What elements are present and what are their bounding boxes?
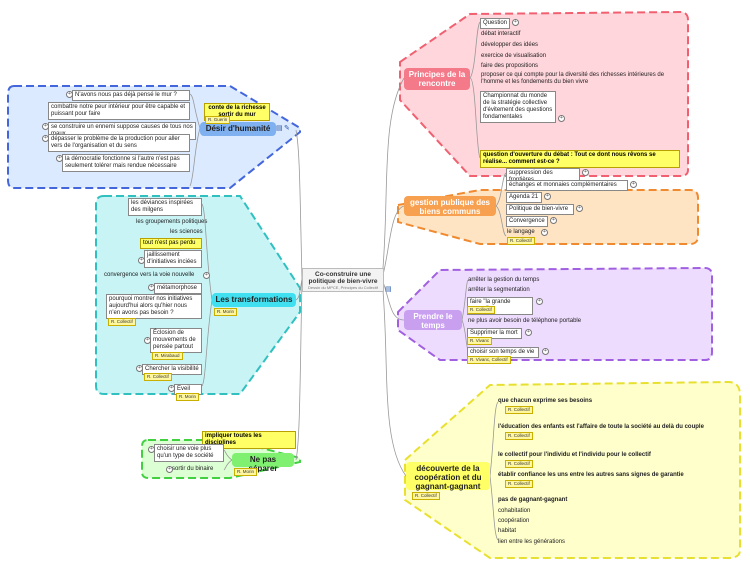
expand-icon[interactable]: + <box>582 169 589 176</box>
tag-morin: R. Morin <box>176 393 200 401</box>
central-topic-title: Co-construire une politique de bien-vivr… <box>308 271 378 285</box>
expand-icon[interactable]: + <box>56 155 63 162</box>
temps-item[interactable]: Supprimer la mort <box>467 328 522 339</box>
separer-callout[interactable]: impliquer toutes les disciplines <box>202 431 296 449</box>
tag-collectif: R. Collectif <box>412 492 440 500</box>
expand-icon[interactable]: + <box>542 348 549 355</box>
expand-icon[interactable]: + <box>148 446 155 453</box>
coop-item[interactable]: établir confiance les uns entre les autr… <box>498 472 684 478</box>
topic-temps[interactable]: Prendre le temps <box>404 310 462 330</box>
trans-item[interactable]: tout n'est pas perdu <box>140 238 202 249</box>
expand-icon[interactable]: + <box>541 229 548 236</box>
note-icon[interactable]: ▤ <box>276 125 283 132</box>
topic-separer[interactable]: Ne pas séparer <box>232 453 294 473</box>
tag-collectif: R. Collectif <box>505 406 533 414</box>
tag-vivanc: R. Vivanc <box>467 337 493 345</box>
tag-collectif: R. Collectif <box>507 237 535 245</box>
coop-item[interactable]: coopération <box>498 518 530 524</box>
topic-gestion[interactable]: gestion publique des biens communs <box>404 196 496 216</box>
expand-icon[interactable]: + <box>576 205 583 212</box>
principes-item[interactable]: développer des idées <box>481 42 539 48</box>
central-topic[interactable]: Co-construire une politique de bien-vivr… <box>302 268 384 292</box>
gestion-item[interactable]: le langage <box>507 229 535 235</box>
zone-cooperation <box>404 380 741 559</box>
tag-collectif: R. Collectif <box>467 306 495 314</box>
topic-transformations[interactable]: Les transformations <box>212 293 296 307</box>
trans-item[interactable]: les groupements politiques <box>136 219 208 225</box>
tag-collectif: R. Collectif <box>505 480 533 488</box>
separer-item[interactable]: sortir du binaire <box>172 466 214 472</box>
coop-item[interactable]: pas de gagnant-gagnant <box>498 497 568 503</box>
expand-icon[interactable]: + <box>138 257 145 264</box>
coop-item[interactable]: lien entre les générations <box>498 539 566 545</box>
expand-icon[interactable]: + <box>42 123 49 130</box>
tag-collectif: R. Collectif <box>108 318 136 326</box>
coop-item[interactable]: habitat <box>498 528 517 534</box>
desir-item[interactable]: la démocratie fonctionne si l'autre n'es… <box>62 154 190 172</box>
note-icon[interactable]: ▤ <box>385 286 392 293</box>
topic-principes[interactable]: Principes de la rencontre <box>404 68 470 90</box>
attachment-icon[interactable]: ✎ <box>284 125 290 132</box>
topic-cooperation[interactable]: découverte de la coopération et du gagna… <box>406 462 490 491</box>
trans-item[interactable]: Éclosion de mouvements de pensée partout <box>150 328 202 353</box>
temps-item[interactable]: ne plus avoir besoin de téléphone portab… <box>468 318 582 324</box>
expand-icon[interactable]: + <box>144 337 151 344</box>
expand-icon[interactable]: + <box>42 135 49 142</box>
tag-mirabaud: R. Mirabaud <box>152 352 183 360</box>
principes-question[interactable]: question d'ouverture du débat : Tout ce … <box>480 150 680 168</box>
expand-icon[interactable]: + <box>168 385 175 392</box>
trans-item[interactable]: les sciences <box>170 229 203 235</box>
gestion-item[interactable]: Agenda 21 <box>506 192 542 203</box>
temps-item[interactable]: arrêter la segmentation <box>468 287 530 293</box>
central-topic-subtitle: Dessin du MPCE, Principes du Collectif <box>307 285 379 290</box>
trans-item[interactable]: convergence vers la voie nouvelle <box>104 272 195 278</box>
tag-vivanc-collectif: R. Vivanc, Collectif <box>467 356 511 364</box>
tag-collectif: R. Collectif <box>505 460 533 468</box>
principes-item[interactable]: débat interactif <box>481 31 521 37</box>
expand-icon[interactable]: + <box>558 115 565 122</box>
expand-icon[interactable]: + <box>512 19 519 26</box>
principes-item[interactable]: proposer ce qui compte pour la diversité… <box>481 72 665 85</box>
trans-item[interactable]: les déviances inspirées des milgens <box>128 198 202 216</box>
trans-item[interactable]: jaillissement d'initiatives inciées <box>144 250 202 268</box>
trans-item[interactable]: métamorphose <box>154 283 202 294</box>
expand-icon[interactable]: + <box>550 217 557 224</box>
tag-collectif: R. Collectif <box>505 432 533 440</box>
expand-icon[interactable]: + <box>66 91 73 98</box>
coop-item[interactable]: le collectif pour l'individu et l'indivi… <box>498 452 651 458</box>
desir-item[interactable]: dépasser le problème de la production po… <box>48 134 190 152</box>
tag-guerin: R. Guerin <box>205 116 231 124</box>
expand-icon[interactable]: + <box>536 298 543 305</box>
tag-collectif: R. Collectif <box>144 373 172 381</box>
desir-item[interactable]: N'avons nous pas déjà pensé le mur ? <box>72 90 190 101</box>
principes-item[interactable]: exercice de visualisation <box>481 53 547 59</box>
expand-icon[interactable]: + <box>136 365 143 372</box>
gestion-item[interactable]: Convergence <box>506 216 548 227</box>
topic-desir[interactable]: Désir d'humanité <box>200 122 276 136</box>
desir-item[interactable]: combattre notre peur intérieur pour être… <box>48 102 190 120</box>
tag-morin: R. Morin <box>234 468 258 476</box>
coop-item[interactable]: cohabitation <box>498 508 531 514</box>
expand-icon[interactable]: + <box>630 181 637 188</box>
principes-item[interactable]: faire des propositions <box>481 63 539 69</box>
principes-item-question[interactable]: Question <box>480 18 510 29</box>
principes-item[interactable]: Championnat du monde de la stratégie col… <box>480 91 556 123</box>
coop-item[interactable]: que chacun exprime ses besoins <box>498 398 593 404</box>
expand-icon[interactable]: + <box>148 284 155 291</box>
separer-item[interactable]: choisir une voie plus qu'un type de soci… <box>154 444 224 462</box>
expand-icon[interactable]: + <box>525 329 532 336</box>
expand-icon[interactable]: + <box>544 193 551 200</box>
gestion-item[interactable]: Politique de bien-vivre <box>506 204 574 215</box>
temps-item[interactable]: arrêter la gestion du temps <box>468 277 540 283</box>
expand-icon[interactable]: + <box>203 272 210 279</box>
coop-item[interactable]: l'éducation des enfants est l'affaire de… <box>498 424 704 430</box>
expand-icon[interactable]: + <box>166 466 173 473</box>
tag-morin: R. Morin <box>214 308 238 316</box>
trans-item[interactable]: pourquoi montrer nos initiatives aujourd… <box>106 294 202 319</box>
gestion-item[interactable]: échanges et monnaies complémentaires <box>506 180 628 191</box>
